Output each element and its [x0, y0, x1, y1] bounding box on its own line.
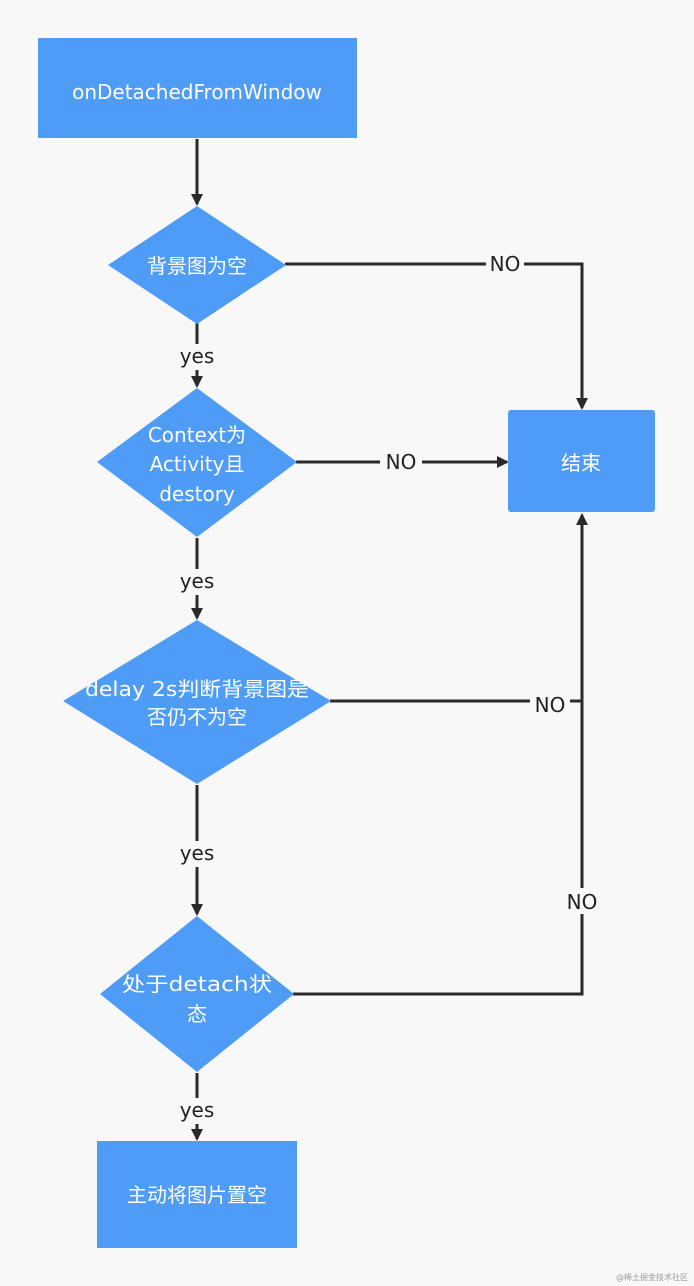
- label-no-bg-empty: NO: [490, 252, 521, 276]
- context-diamond: [97, 388, 297, 537]
- node-context: Context为 Activity且 destory: [97, 388, 297, 537]
- delay-diamond: [63, 620, 331, 784]
- label-yes-detach: yes: [180, 1098, 215, 1122]
- bg-empty-label: 背景图为空: [147, 254, 247, 278]
- detach-label-line1: 处于detach状: [122, 972, 272, 996]
- label-no-delay: NO: [535, 693, 566, 717]
- detach-diamond: [100, 916, 294, 1072]
- label-yes-delay: yes: [180, 841, 215, 865]
- clear-label: 主动将图片置空: [127, 1183, 267, 1207]
- end-box: [508, 410, 655, 512]
- label-yes-bg-empty: yes: [180, 344, 215, 368]
- context-label-line1: Context为: [148, 423, 246, 447]
- delay-label-line2: 否仍不为空: [147, 705, 247, 729]
- context-label-line2: Activity且: [150, 452, 245, 476]
- node-delay: delay 2s判断背景图是 否仍不为空: [63, 620, 331, 784]
- clear-box: [97, 1141, 297, 1248]
- node-end: 结束: [508, 410, 655, 512]
- start-box: [38, 38, 357, 138]
- edge-bg-empty-no: [285, 262, 588, 410]
- detach-label-line2: 态: [187, 1002, 207, 1026]
- label-no-context: NO: [386, 450, 417, 474]
- node-bg-empty: 背景图为空: [108, 206, 286, 324]
- label-no-detach: NO: [567, 890, 598, 914]
- edge-detach-no: [293, 513, 588, 996]
- bg-empty-diamond: [108, 206, 286, 324]
- node-clear: 主动将图片置空: [97, 1141, 297, 1248]
- start-label: onDetachedFromWindow: [72, 80, 322, 104]
- edge-labels: NO yes NO yes NO yes NO yes: [174, 252, 603, 1124]
- watermark: @稀土掘金技术社区: [616, 1272, 688, 1282]
- label-yes-context: yes: [180, 569, 215, 593]
- node-detach: 处于detach状 态: [100, 916, 294, 1072]
- node-start: onDetachedFromWindow: [38, 38, 357, 138]
- context-label-line3: destory: [159, 482, 235, 506]
- end-label: 结束: [561, 451, 601, 475]
- delay-label-line1: delay 2s判断背景图是: [85, 677, 309, 701]
